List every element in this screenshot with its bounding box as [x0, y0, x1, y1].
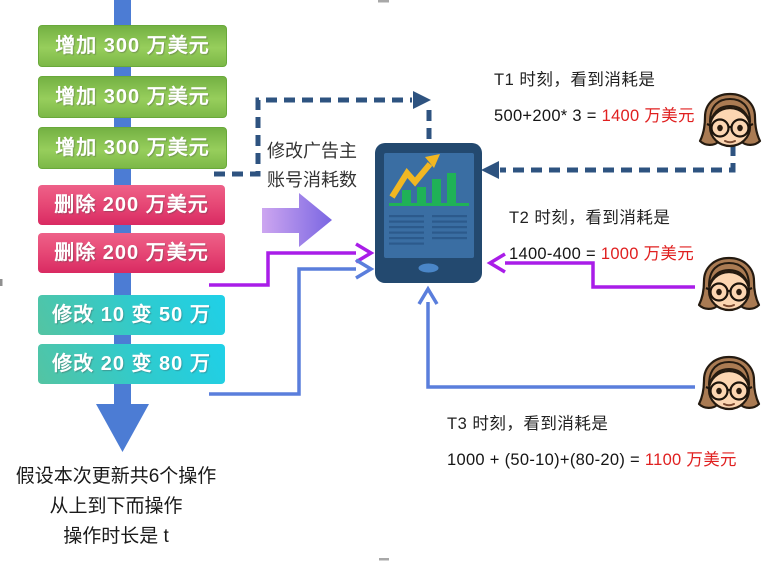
t1-header: T1 时刻，看到消耗是	[494, 71, 656, 89]
person-avatar-t2	[697, 256, 761, 312]
block-arrow	[262, 193, 332, 247]
op-box-delete-2: 删除 200 万美元	[38, 233, 225, 273]
tablet-device	[375, 143, 482, 283]
t2-formula-expr: 1400-400 =	[509, 245, 601, 263]
t1-formula: 500+200* 3 = 1400 万美元	[494, 102, 695, 126]
t2-header: T2 时刻，看到消耗是	[509, 209, 671, 227]
screen-text-lines	[389, 215, 467, 245]
observation-t3: T3 时刻，看到消耗是 1000 + (50-10)+(80-20) = 110…	[447, 410, 737, 470]
t2-formula: 1400-400 = 1000 万美元	[509, 240, 694, 264]
t3-formula-result: 1100 万美元	[644, 451, 737, 469]
caption-line2: 从上到下而操作	[49, 496, 183, 517]
op-box-modify-2: 修改 20 变 80 万	[38, 344, 225, 384]
timeline-arrow	[96, 0, 149, 452]
t1-formula-result: 1400 万美元	[601, 107, 695, 125]
connector-label: 修改广告主 账号消耗数	[267, 137, 357, 195]
modify-ops-connector	[209, 258, 375, 396]
op-box-add-1: 增加 300 万美元	[38, 25, 227, 67]
update-arrowhead	[413, 91, 431, 109]
t3-formula-expr: 1000 + (50-10)+(80-20) =	[447, 451, 645, 469]
op-box-add-3: 增加 300 万美元	[38, 127, 227, 169]
op-box-delete-1: 删除 200 万美元	[38, 185, 225, 225]
update-dashed-connector	[214, 97, 432, 177]
op-box-add-2: 增加 300 万美元	[38, 76, 227, 118]
observation-t2: T2 时刻，看到消耗是 1400-400 = 1000 万美元	[509, 204, 694, 264]
caption: 假设本次更新共6个操作 从上到下而操作 操作时长是 t	[0, 462, 232, 552]
person-avatar-t1	[698, 92, 762, 148]
t1-arrowhead	[481, 161, 499, 179]
home-button-icon	[418, 263, 439, 273]
connector-label-line2: 账号消耗数	[267, 170, 357, 190]
t1-dashed-connector	[500, 145, 736, 173]
crop-artifacts	[0, 0, 389, 561]
person-avatar-t3	[697, 355, 761, 411]
connector-label-line1: 修改广告主	[267, 141, 357, 161]
delete-ops-connector	[209, 242, 375, 287]
t3-connector	[417, 285, 695, 389]
t3-formula: 1000 + (50-10)+(80-20) = 1100 万美元	[447, 446, 737, 470]
t1-formula-expr: 500+200* 3 =	[494, 107, 602, 125]
t2-formula-result: 1000 万美元	[600, 245, 695, 263]
caption-line1: 假设本次更新共6个操作	[15, 466, 217, 487]
caption-line3: 操作时长是 t	[63, 526, 169, 547]
observation-t1: T1 时刻，看到消耗是 500+200* 3 = 1400 万美元	[494, 66, 695, 126]
t3-header: T3 时刻，看到消耗是	[447, 415, 609, 433]
chart-icon	[389, 154, 469, 206]
op-box-modify-1: 修改 10 变 50 万	[38, 295, 225, 335]
t2-connector	[486, 252, 695, 289]
